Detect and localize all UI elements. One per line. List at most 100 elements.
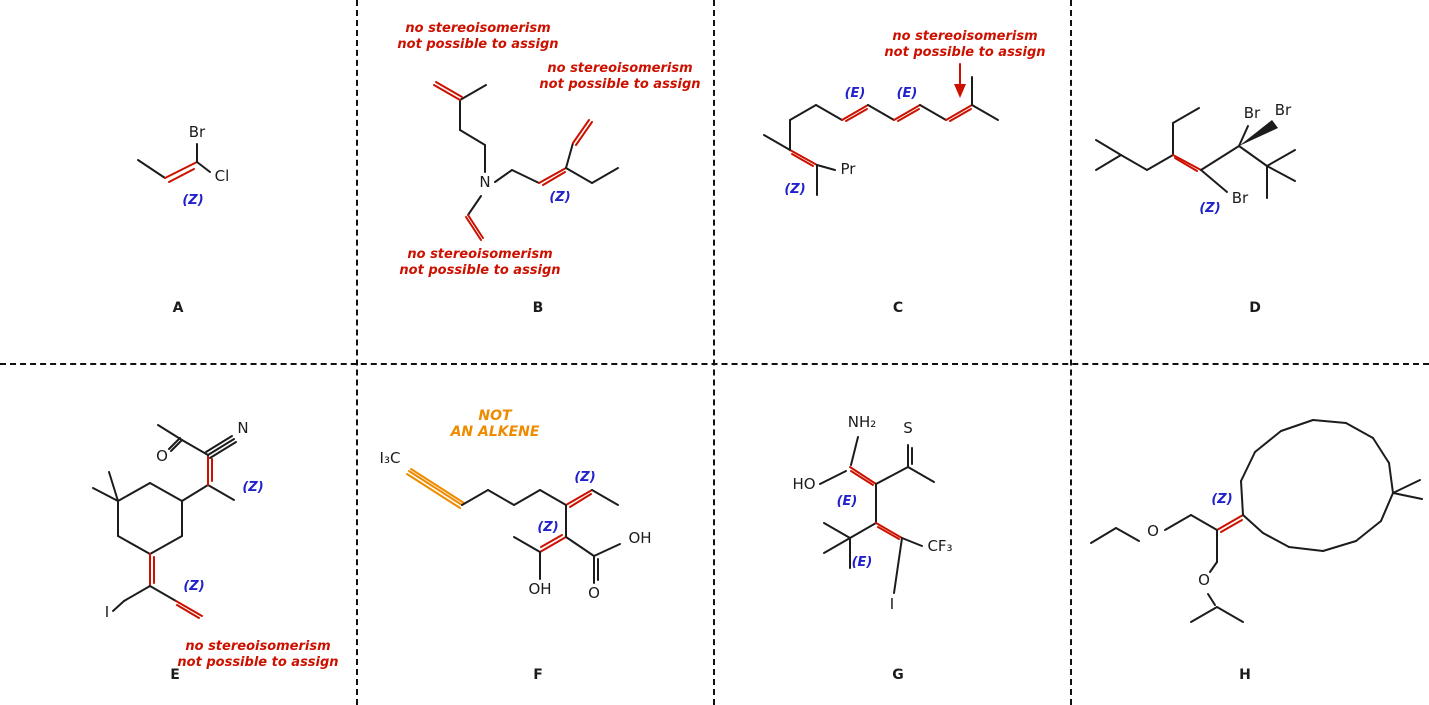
bond: [494, 169, 513, 183]
triple-bond-line: [209, 441, 237, 459]
bond: [1288, 546, 1324, 552]
panel-a: Br Cl (Z) A: [137, 123, 230, 316]
atom-label-nh2: NH₂: [848, 413, 877, 431]
bond: [1190, 514, 1218, 531]
annotation-line: not possible to assign: [397, 37, 558, 52]
atom-label-br: Br: [1244, 104, 1261, 122]
panel-g: NH₂ S HO (E) (E) CF₃ I G: [792, 413, 952, 683]
panel-divider-vertical: [356, 0, 358, 705]
atom-label-br: Br: [1232, 189, 1249, 207]
atom-label-i3c: I₃C: [380, 449, 401, 467]
bond: [591, 489, 619, 506]
double-bond-line: [435, 81, 463, 98]
double-bond-line: [945, 104, 973, 121]
bond: [1262, 532, 1290, 548]
stereo-label: (Z): [537, 520, 558, 535]
bond: [1238, 145, 1268, 167]
double-bond-line: [569, 493, 592, 508]
atom-label-n: N: [479, 173, 490, 191]
panel-e: N O I (Z) (Z) no stereoisomerism not pos…: [92, 419, 339, 683]
bond: [1240, 480, 1244, 516]
double-bond-line: [575, 121, 593, 146]
bond: [513, 489, 541, 506]
bond: [1240, 451, 1256, 482]
atom-label-ho: HO: [792, 475, 815, 493]
panel-label: B: [533, 300, 544, 316]
double-bond-line: [467, 214, 484, 239]
stereo-label: (Z): [784, 182, 805, 197]
double-bond-line: [897, 108, 920, 122]
panel-label: A: [173, 300, 184, 316]
bond: [149, 535, 183, 555]
atom-label-o: O: [156, 447, 168, 465]
annotation-line: no stereoisomerism: [407, 247, 552, 262]
bond: [467, 195, 482, 216]
atom-label-br: Br: [1275, 101, 1292, 119]
double-bond-line: [168, 168, 195, 183]
bond: [181, 484, 209, 502]
bond: [149, 585, 177, 602]
double-bond-line: [433, 84, 461, 101]
atom-label-oh: OH: [628, 529, 651, 547]
bond: [823, 537, 851, 554]
double-bond-line: [893, 104, 921, 121]
double-bond-line: [565, 489, 593, 506]
panel-c: Pr (E) (E) (Z) no stereoisomerism not po…: [763, 29, 1046, 316]
bond: [511, 169, 540, 184]
stereo-label: (Z): [182, 193, 203, 208]
bond: [149, 482, 183, 502]
stereo-label: (E): [845, 86, 866, 101]
bond: [1345, 422, 1374, 439]
bond: [893, 537, 903, 594]
arrowhead: [954, 84, 966, 98]
atom-label-o: O: [1198, 571, 1210, 589]
stereo-label: (Z): [574, 470, 595, 485]
atom-label-o: O: [588, 584, 600, 602]
bond: [849, 522, 877, 539]
atom-label-i: I: [890, 595, 894, 613]
bond: [1380, 492, 1394, 522]
atom-label-cl: Cl: [215, 167, 230, 185]
bond: [459, 84, 487, 101]
bond: [565, 536, 595, 557]
bond: [1090, 527, 1117, 544]
bond: [1372, 437, 1390, 464]
annotation-line: not possible to assign: [177, 655, 338, 670]
annotation-line: no stereoisomerism: [405, 21, 550, 36]
bond: [1190, 606, 1218, 623]
triple-bond-line: [205, 435, 233, 453]
bond: [1172, 107, 1200, 124]
bond: [1392, 492, 1423, 500]
stereo-label: (E): [897, 86, 918, 101]
bond: [1355, 520, 1382, 542]
stereo-label: (Z): [1211, 492, 1232, 507]
bond: [789, 104, 817, 121]
panel-h: (Z) O O H: [1090, 419, 1423, 683]
panel-label: H: [1239, 667, 1251, 683]
bond: [1254, 430, 1282, 453]
stereo-label: (Z): [242, 480, 263, 495]
bond: [461, 489, 489, 506]
bond: [92, 487, 119, 502]
triple-bond-line: [207, 438, 235, 456]
annotation-line: no stereoisomerism: [892, 29, 1037, 44]
bond: [919, 104, 947, 121]
bond: [1238, 125, 1249, 147]
panel-f: I₃C NOT AN ALKENE (Z) (Z) OH O OH F: [380, 408, 652, 683]
bond: [117, 535, 151, 555]
panel-d: Br Br Br (Z) D: [1095, 101, 1296, 316]
double-bond-line: [168, 437, 181, 450]
bond: [1280, 419, 1314, 432]
double-bond-line: [540, 534, 563, 548]
bond: [112, 600, 125, 612]
bond: [1200, 145, 1240, 171]
bond: [591, 167, 619, 184]
panel-label: F: [533, 667, 543, 683]
stereo-label: (Z): [183, 579, 204, 594]
bond: [816, 164, 836, 171]
atom-label-i: I: [105, 603, 109, 621]
bond: [565, 142, 574, 169]
double-bond-line: [849, 466, 877, 485]
stereo-label: (Z): [1199, 201, 1220, 216]
